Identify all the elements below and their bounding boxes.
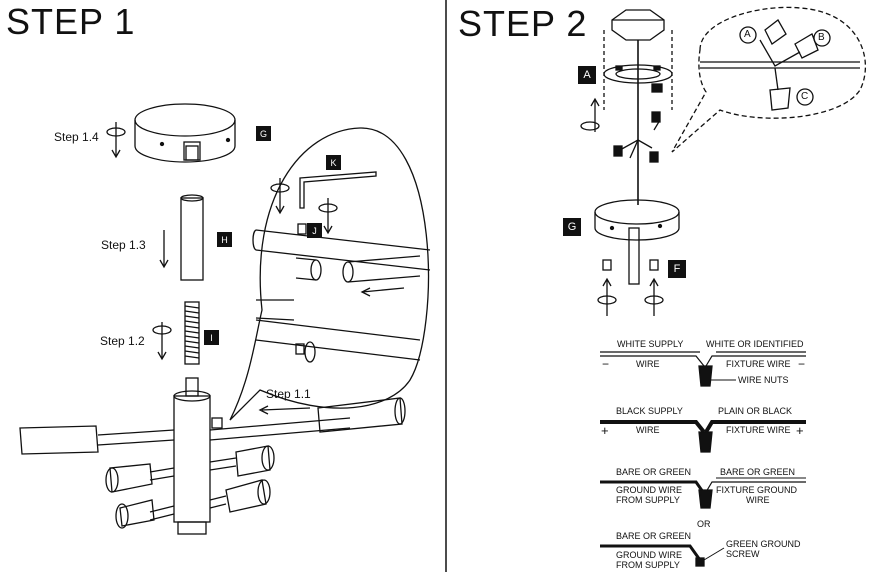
black-supply-label: BLACK SUPPLY <box>616 406 683 416</box>
black-fixture-label: FIXTURE WIRE <box>726 425 791 435</box>
part-tag-g: G <box>256 126 271 141</box>
step-1-1-label: Step 1.1 <box>266 387 311 401</box>
ground1-left-top: BARE OR GREEN <box>616 467 692 477</box>
circled-a-label: A <box>744 29 751 40</box>
white-supply-label: WHITE SUPPLY <box>617 339 684 349</box>
ground2-left-mid: GROUND WIRE <box>616 550 682 560</box>
circled-c-label: C <box>801 91 809 102</box>
mounting-plate-part <box>603 64 673 123</box>
white-fixture-label: FIXTURE WIRE <box>726 359 791 369</box>
nut-part <box>597 259 664 316</box>
part-tag-k: K <box>326 155 341 170</box>
plain-black-label: PLAIN OR BLACK <box>718 406 793 416</box>
part-tag-a: A <box>578 66 596 84</box>
black-wire-label: WIRE <box>636 425 660 435</box>
part-tag-h: H <box>217 232 232 247</box>
ground1-right-mid: FIXTURE GROUND <box>716 485 797 495</box>
circle-label-icon <box>739 26 831 106</box>
step-1-title: STEP 1 <box>6 1 136 42</box>
step-1-3-label: Step 1.3 <box>101 238 146 252</box>
ground1-right-top: BARE OR GREEN <box>720 467 796 477</box>
rotate-arrow-icon <box>580 97 600 132</box>
step-2-title: STEP 2 <box>458 3 588 44</box>
step-1-4-label: Step 1.4 <box>54 130 99 144</box>
wiring-black <box>600 420 806 453</box>
detail-pipe <box>252 229 431 363</box>
wire-nuts-label: WIRE NUTS <box>738 375 789 385</box>
threaded-rod-part <box>184 301 200 365</box>
ground-screw-label-1: GREEN GROUND <box>726 539 801 549</box>
minus-sign-left: − <box>602 357 610 371</box>
plus-sign-right: + <box>796 423 804 438</box>
arm-part <box>317 397 406 433</box>
canopy-part <box>134 103 236 163</box>
tube-part <box>180 197 204 281</box>
ground-screw-label-2: SCREW <box>726 549 760 559</box>
ground2-left-top: BARE OR GREEN <box>616 531 692 541</box>
ground1-right-bot: WIRE <box>746 495 770 505</box>
wire-detail <box>700 19 860 111</box>
or-label: OR <box>697 519 711 529</box>
minus-sign-right: − <box>798 357 806 371</box>
set-screw-part <box>297 223 307 235</box>
wiring-white <box>600 351 806 387</box>
part-tag-j: J <box>307 223 322 238</box>
detail-callout <box>671 6 867 153</box>
part-tag-g2: G <box>563 218 581 236</box>
ground2-left-bot: FROM SUPPLY <box>616 560 680 570</box>
ground1-left-bot: FROM SUPPLY <box>616 495 680 505</box>
wire-connections <box>613 119 661 163</box>
part-tag-i: I <box>204 330 219 345</box>
step-1-2-label: Step 1.2 <box>100 334 145 348</box>
part-tag-f: F <box>668 260 686 278</box>
rotate-arrow-icon <box>270 178 338 235</box>
white-identified-label: WHITE OR IDENTIFIED <box>706 339 804 349</box>
left-arrow-icon <box>360 287 405 297</box>
white-wire-label: WIRE <box>636 359 660 369</box>
detail-callout <box>229 127 430 421</box>
fixture-body <box>19 377 351 535</box>
junction-box <box>611 9 665 205</box>
rotate-arrow-icon <box>106 122 126 159</box>
circled-b-label: B <box>818 32 825 43</box>
left-arrow-icon <box>258 405 311 415</box>
canopy-part <box>594 199 680 285</box>
rotate-arrow-icon <box>152 322 172 361</box>
wiring-ground-nut <box>600 477 806 509</box>
plus-sign-left: + <box>601 423 609 438</box>
wiring-ground-screw <box>600 544 725 567</box>
down-arrow-icon <box>159 230 169 269</box>
allen-key-part <box>299 171 377 209</box>
ground1-left-mid: GROUND WIRE <box>616 485 682 495</box>
